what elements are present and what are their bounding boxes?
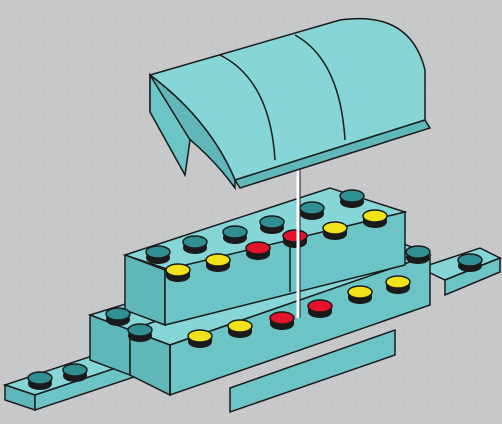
yellow-stud [166,264,190,276]
teal-stud [128,324,152,336]
yellow-stud [206,254,230,266]
red-stud [246,242,270,254]
teal-stud [300,202,324,214]
teal-stud [183,236,207,248]
yellow-stud [188,330,212,342]
red-stud [283,230,307,242]
teal-stud [260,216,284,228]
teal-stud [406,246,430,258]
yellow-stud [228,320,252,332]
teal-stud [340,190,364,202]
teal-stud [458,254,482,266]
teal-stud [63,364,87,376]
teal-stud [28,372,52,384]
red-stud [308,300,332,312]
yellow-stud [348,286,372,298]
yellow-stud [363,210,387,222]
teal-stud [223,226,247,238]
yellow-stud [386,276,410,288]
teal-stud [146,246,170,258]
teal-stud [106,308,130,320]
yellow-stud [323,222,347,234]
red-stud [270,312,294,324]
